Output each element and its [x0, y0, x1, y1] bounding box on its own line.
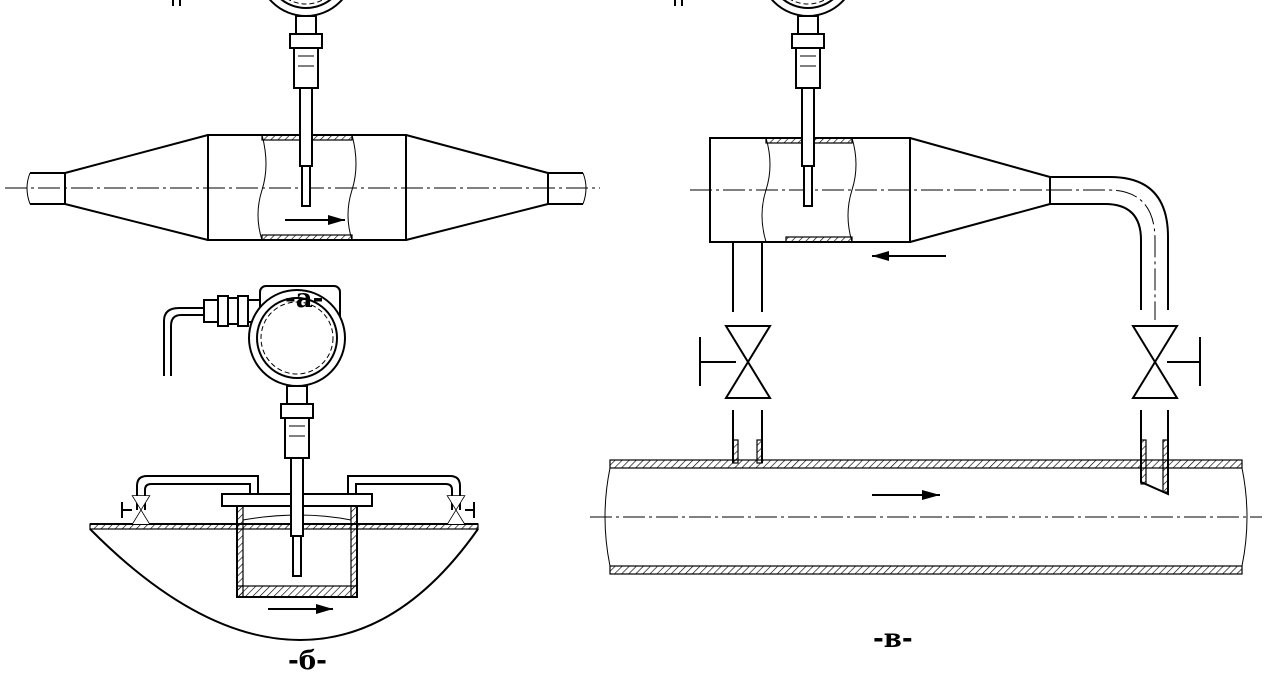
- figure-a: [5, 0, 600, 241]
- figure-v: [590, 0, 1262, 575]
- label-b: -б-: [288, 646, 327, 676]
- figure-b: [89, 285, 479, 642]
- label-v: -в-: [873, 624, 913, 654]
- label-a: -а-: [285, 284, 324, 314]
